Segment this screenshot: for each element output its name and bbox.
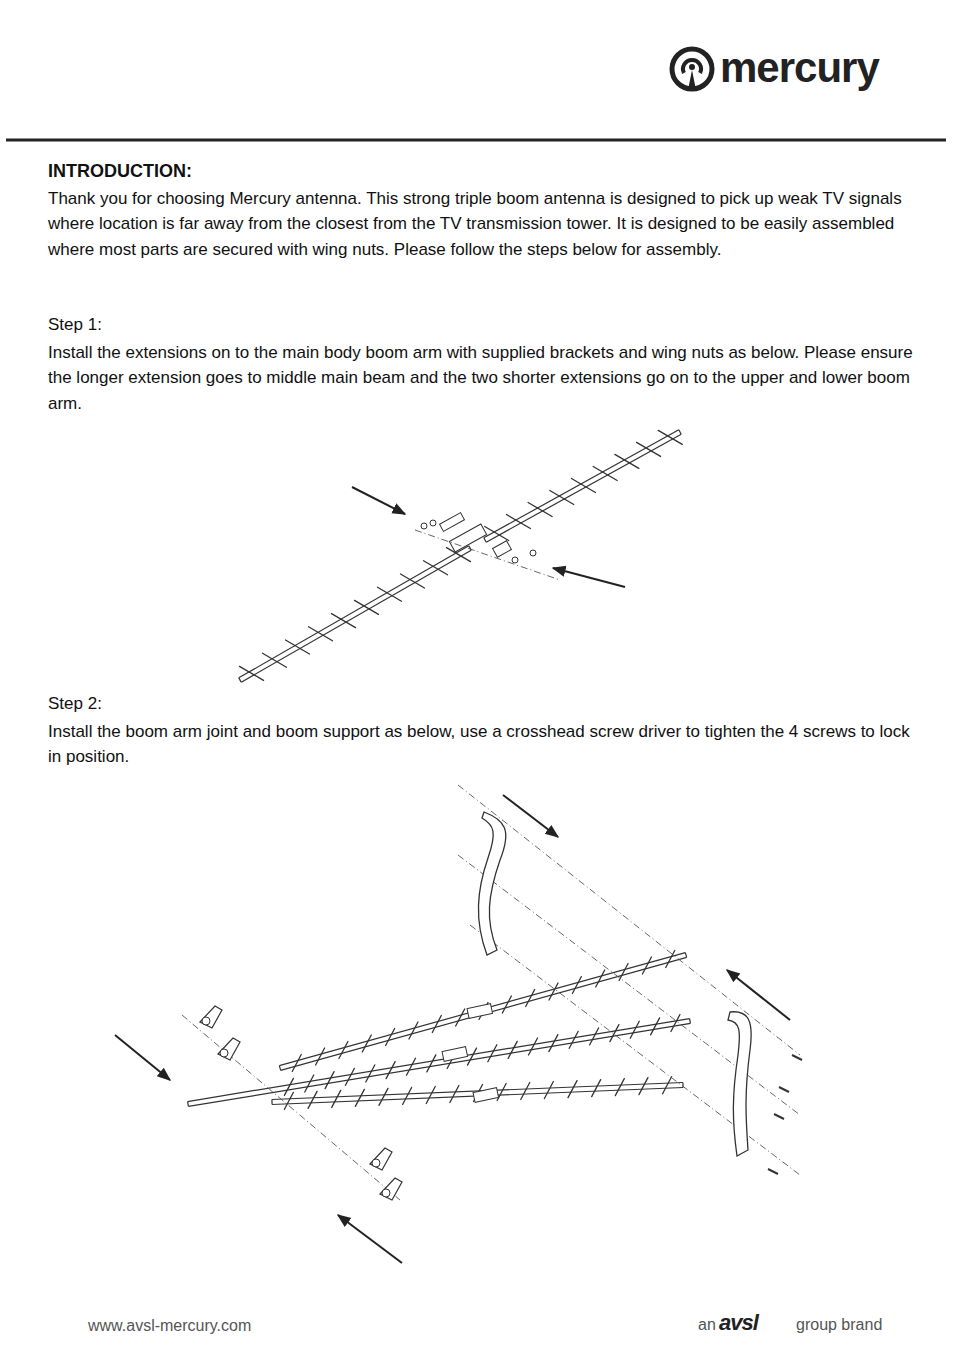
antenna-step1 [239, 430, 682, 682]
step-heading: Step 2: [48, 694, 102, 714]
body-text: Install the boom arm joint and boom supp… [48, 719, 918, 770]
footer-text: an [698, 1316, 716, 1334]
header-rule [6, 139, 946, 142]
logo-icon [672, 49, 712, 90]
section-heading: INTRODUCTION: [48, 161, 192, 182]
footer-url: www.avsl-mercury.com [88, 1317, 251, 1335]
logo-text: mercury [720, 44, 879, 92]
footer-text: group brand [796, 1316, 882, 1334]
body-text: Install the extensions on to the main bo… [48, 340, 918, 416]
step-heading: Step 1: [48, 315, 102, 335]
body-text: Thank you for choosing Mercury antenna. … [48, 186, 918, 262]
brand-logo: avsl [719, 1310, 758, 1336]
antenna-step2 [115, 785, 802, 1263]
